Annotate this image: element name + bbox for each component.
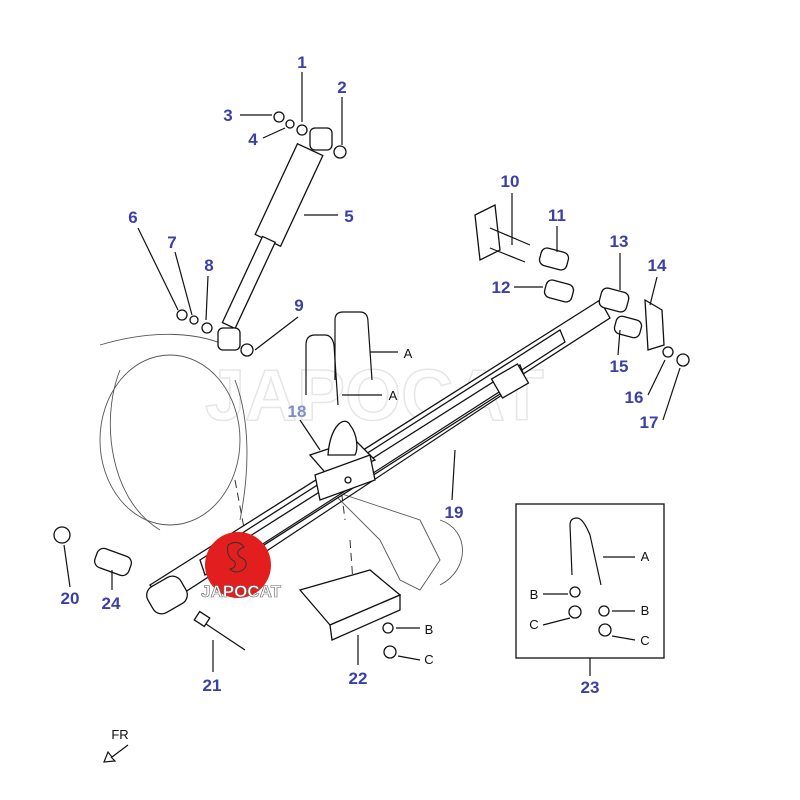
- callout-20: 20: [61, 589, 80, 608]
- japocat-logo: JAPOCAT: [201, 532, 282, 601]
- u-bolts: [305, 311, 373, 406]
- label-b: B: [425, 622, 434, 637]
- callout-21: 21: [203, 676, 222, 695]
- shackle-hardware: [474, 204, 690, 367]
- lower-hardware: [53, 526, 402, 659]
- direction-label: FR: [111, 727, 128, 742]
- inset-label-a: A: [641, 549, 650, 564]
- vehicle-body-outline: [99, 333, 463, 591]
- callout-23: 23: [581, 678, 600, 697]
- letter-labels: A A B C A B B C C: [389, 346, 650, 667]
- logo-circle: [205, 532, 271, 598]
- callout-13: 13: [610, 232, 629, 251]
- callouts: 1 2 3 4 5 6 7 8 9 10 11 12 13 14 15 16 1…: [61, 53, 667, 697]
- callout-9: 9: [294, 296, 303, 315]
- label-c: C: [424, 652, 433, 667]
- arrow-icon: [103, 744, 129, 763]
- callout-22: 22: [349, 669, 368, 688]
- label-a: A: [389, 388, 398, 403]
- callout-10: 10: [501, 172, 520, 191]
- callout-19: 19: [445, 503, 464, 522]
- callout-8: 8: [204, 256, 213, 275]
- callout-17: 17: [640, 413, 659, 432]
- inset-label-b: B: [530, 587, 539, 602]
- shock-absorber: [217, 127, 347, 357]
- callout-24: 24: [102, 594, 121, 613]
- callout-2: 2: [337, 78, 346, 97]
- callout-1: 1: [297, 53, 306, 72]
- callout-6: 6: [128, 208, 137, 227]
- inset-label-b: B: [641, 603, 650, 618]
- inset-label-c: C: [640, 633, 649, 648]
- callout-7: 7: [167, 233, 176, 252]
- callout-16: 16: [625, 388, 644, 407]
- hardware-shock-top: [176, 111, 308, 334]
- u-bolt-kit-inset: [515, 503, 665, 676]
- callout-4: 4: [248, 130, 258, 149]
- label-a: A: [404, 346, 413, 361]
- callout-14: 14: [648, 256, 667, 275]
- leader-lines: [63, 72, 681, 672]
- leaf-spring: [146, 299, 611, 615]
- inset-label-c: C: [529, 617, 538, 632]
- callout-15: 15: [610, 357, 629, 376]
- front-direction-indicator: FR: [103, 727, 129, 763]
- callout-5: 5: [344, 207, 353, 226]
- logo-emblem-icon: [227, 541, 247, 573]
- callout-11: 11: [548, 206, 566, 225]
- callout-3: 3: [223, 106, 232, 125]
- callout-18: 18: [288, 402, 307, 421]
- logo-text: JAPOCAT: [201, 582, 282, 601]
- callout-12: 12: [492, 278, 511, 297]
- bump-stop: [308, 420, 377, 501]
